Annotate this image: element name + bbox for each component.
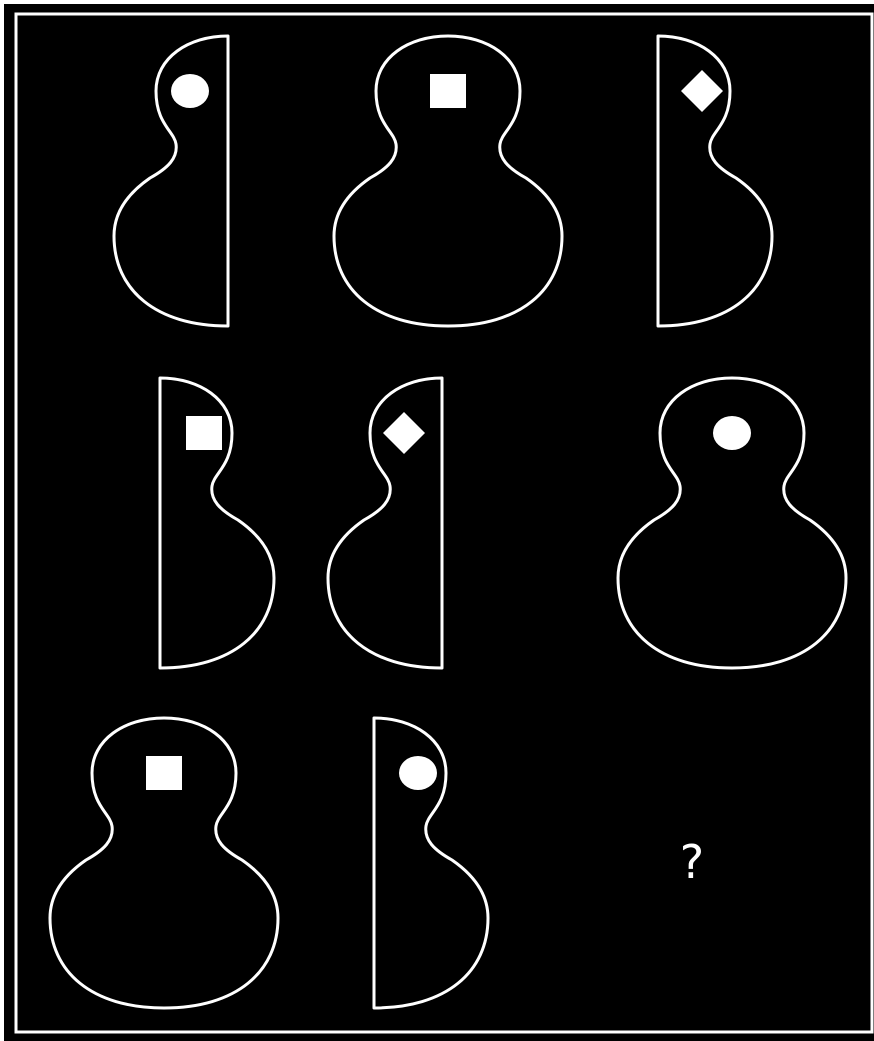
square-marker [186,416,222,450]
question-mark: ? [680,835,704,889]
square-marker [430,74,466,108]
circle-marker [171,74,209,108]
square-marker [146,756,182,790]
puzzle-background [4,4,874,1041]
circle-marker [399,756,437,790]
circle-marker [713,416,751,450]
